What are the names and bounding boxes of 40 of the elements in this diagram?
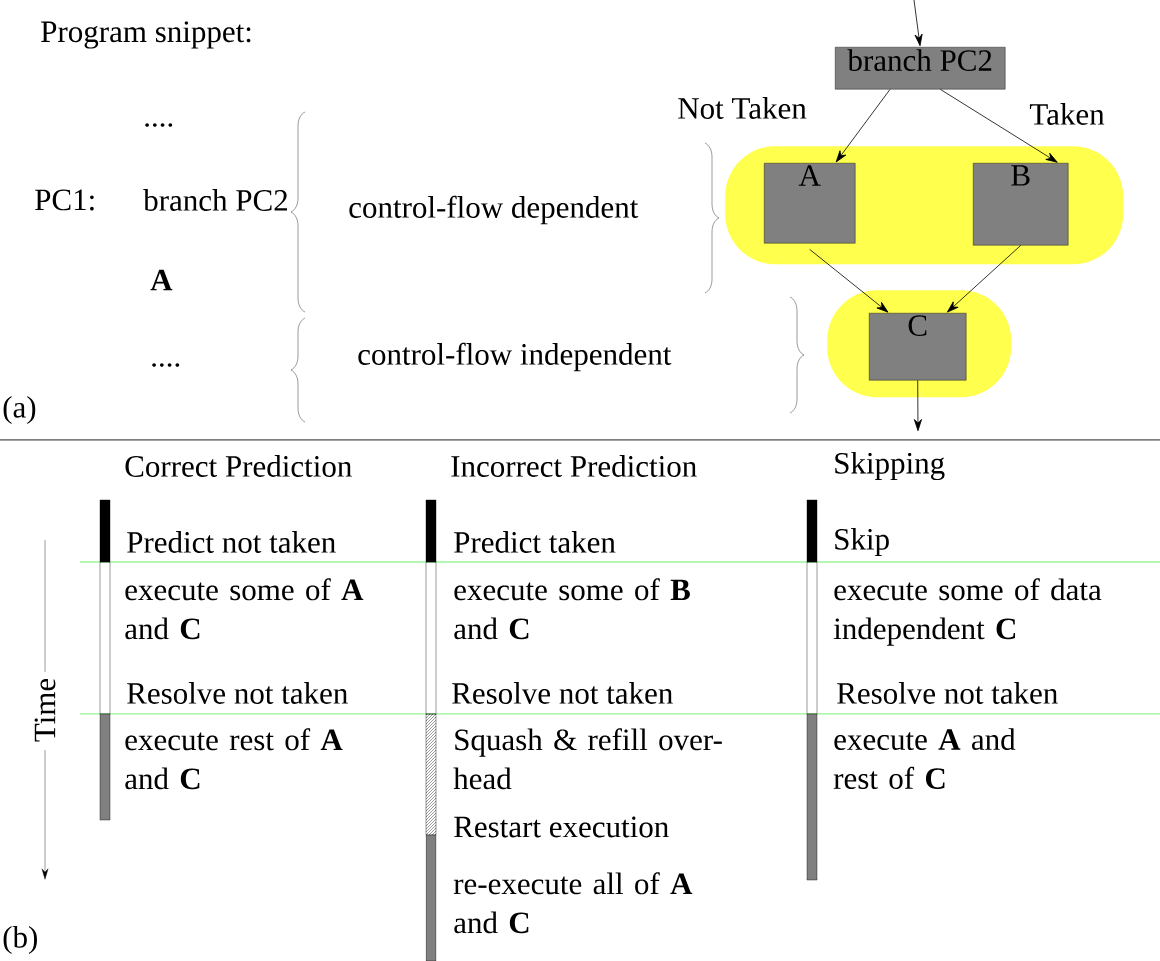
code-line: A: [150, 269, 173, 291]
arrow: [913, 380, 922, 432]
column-heading: Skipping: [835, 451, 945, 481]
heading: Program snippet:: [41, 21, 251, 49]
process-box: branch PC2: [835, 47, 1006, 90]
column-heading: Incorrect Prediction: [451, 455, 697, 477]
edge-label: Not Taken: [676, 96, 808, 120]
phase-text: re-execute all of A and C: [453, 872, 693, 934]
axis-label: Time: [34, 678, 56, 742]
code-line: ....: [152, 363, 180, 367]
panel-label: (a): [3, 395, 36, 425]
arrow: [940, 89, 1058, 163]
arrow: [913, 0, 923, 47]
column-heading: Correct Prediction: [125, 455, 352, 477]
panel-label: (b): [3, 925, 37, 955]
code-label: PC1:: [35, 189, 94, 211]
event-label: Skip: [835, 527, 889, 557]
arrow: [809, 249, 889, 313]
event-label: Restart execution: [454, 816, 669, 838]
code-line: branch PC2: [143, 189, 287, 211]
event-label: Predict taken: [454, 531, 616, 553]
process-box: B: [973, 163, 1069, 246]
edge-label: Taken: [1028, 102, 1106, 126]
phase-text: execute some of A and C: [125, 578, 364, 640]
phase-text: execute rest of A and C: [125, 728, 343, 790]
brace-label: control-flow dependent: [349, 195, 639, 225]
phase-text: execute A and rest of C: [833, 728, 1016, 789]
phase-text: execute some of data independent C: [833, 578, 1102, 646]
process-box: A: [764, 163, 856, 244]
event-label: Resolve not taken: [127, 682, 348, 704]
phase-text: execute some of B and C: [454, 578, 690, 640]
process-box: C: [869, 313, 967, 381]
phase-text: Squash & refill over-head: [453, 728, 722, 790]
event-label: Resolve not taken: [452, 682, 673, 704]
arrow: [946, 245, 1022, 313]
event-label: Resolve not taken: [837, 682, 1058, 704]
event-label: Predict not taken: [127, 531, 336, 553]
brace-label: control-flow independent: [358, 342, 672, 372]
arrow: [835, 89, 891, 163]
code-line: ....: [145, 123, 173, 127]
